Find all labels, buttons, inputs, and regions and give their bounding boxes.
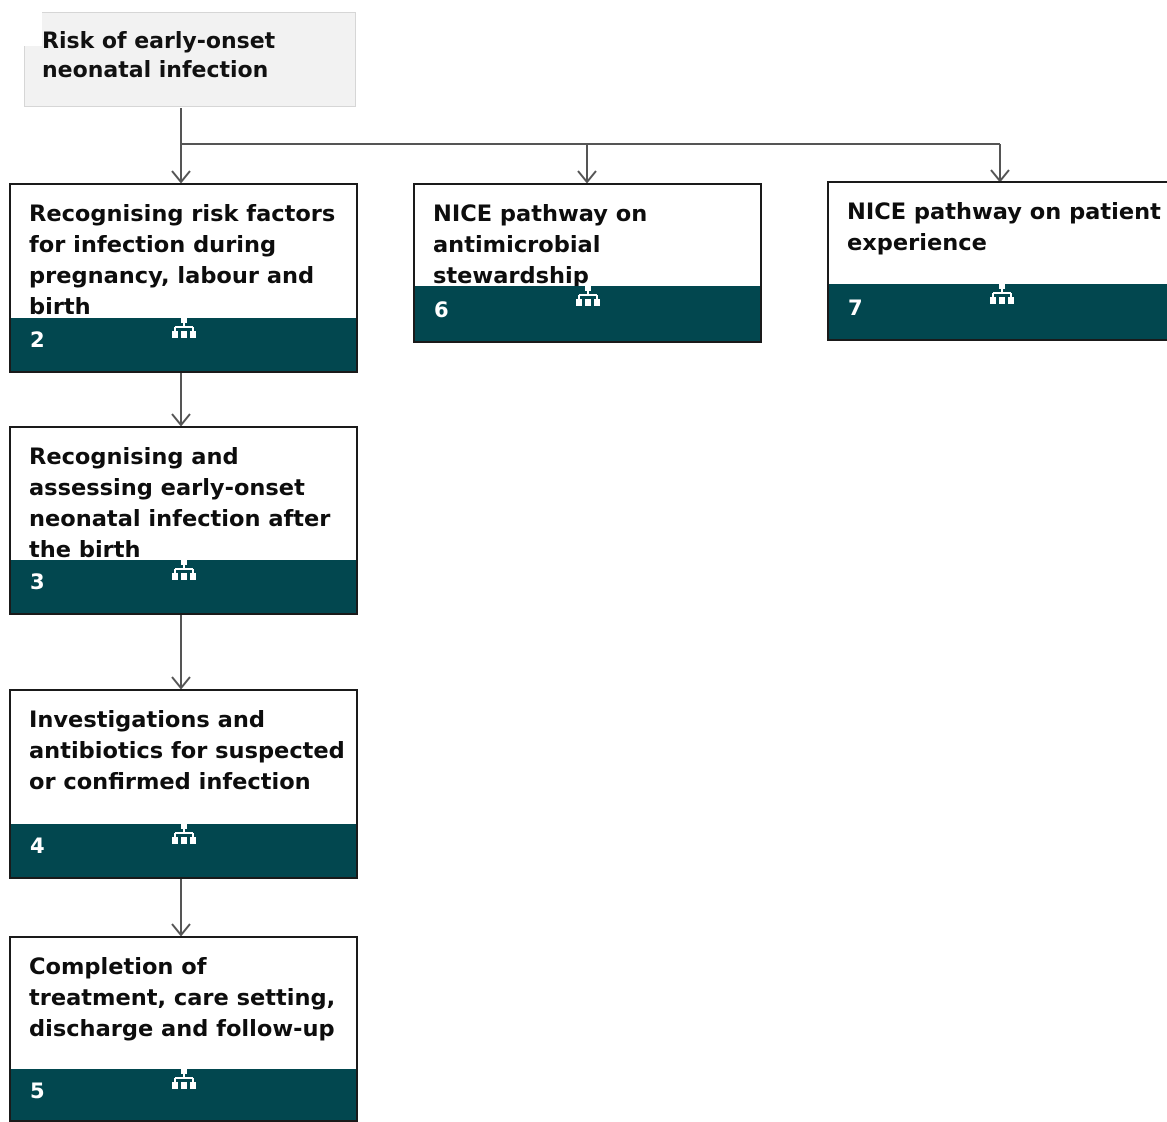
root-corner-mask <box>24 12 42 46</box>
node-title: Completion of treatment, care setting, d… <box>29 954 336 1042</box>
pathway-icon[interactable] <box>171 824 197 846</box>
node-title: NICE pathway on patient experience <box>847 199 1161 256</box>
pathway-icon[interactable] <box>575 286 601 308</box>
node-number: 3 <box>30 570 45 594</box>
node-footer: 7 <box>829 284 1167 339</box>
pathway-node-3[interactable]: Recognising and assessing early-onset ne… <box>9 426 358 615</box>
node-number: 4 <box>30 834 45 858</box>
node-number: 2 <box>30 328 45 352</box>
node-number: 5 <box>30 1079 45 1103</box>
pathway-icon[interactable] <box>171 1069 197 1091</box>
pathway-icon[interactable] <box>171 560 197 582</box>
node-title: NICE pathway on antimicrobial stewardshi… <box>433 201 648 289</box>
node-number: 6 <box>434 298 449 322</box>
node-footer: 6 <box>415 286 760 341</box>
pathway-node-2[interactable]: Recognising risk factors for infection d… <box>9 183 358 373</box>
node-title: Investigations and antibiotics for suspe… <box>29 707 345 795</box>
root-title: Risk of early-onset neonatal infection <box>42 29 276 83</box>
node-footer: 5 <box>11 1069 356 1120</box>
pathway-node-6[interactable]: NICE pathway on antimicrobial stewardshi… <box>413 183 762 343</box>
node-footer: 2 <box>11 318 356 371</box>
node-footer: 3 <box>11 560 356 613</box>
pathway-icon[interactable] <box>171 318 197 340</box>
root-node: Risk of early-onset neonatal infection <box>24 12 356 107</box>
node-title: Recognising and assessing early-onset ne… <box>29 444 331 563</box>
pathway-node-4[interactable]: Investigations and antibiotics for suspe… <box>9 689 358 879</box>
pathway-icon[interactable] <box>989 284 1015 306</box>
node-footer: 4 <box>11 824 356 877</box>
node-number: 7 <box>848 296 863 320</box>
pathway-node-5[interactable]: Completion of treatment, care setting, d… <box>9 936 358 1122</box>
pathway-node-7[interactable]: NICE pathway on patient experience 7 <box>827 181 1167 341</box>
node-title: Recognising risk factors for infection d… <box>29 201 336 320</box>
